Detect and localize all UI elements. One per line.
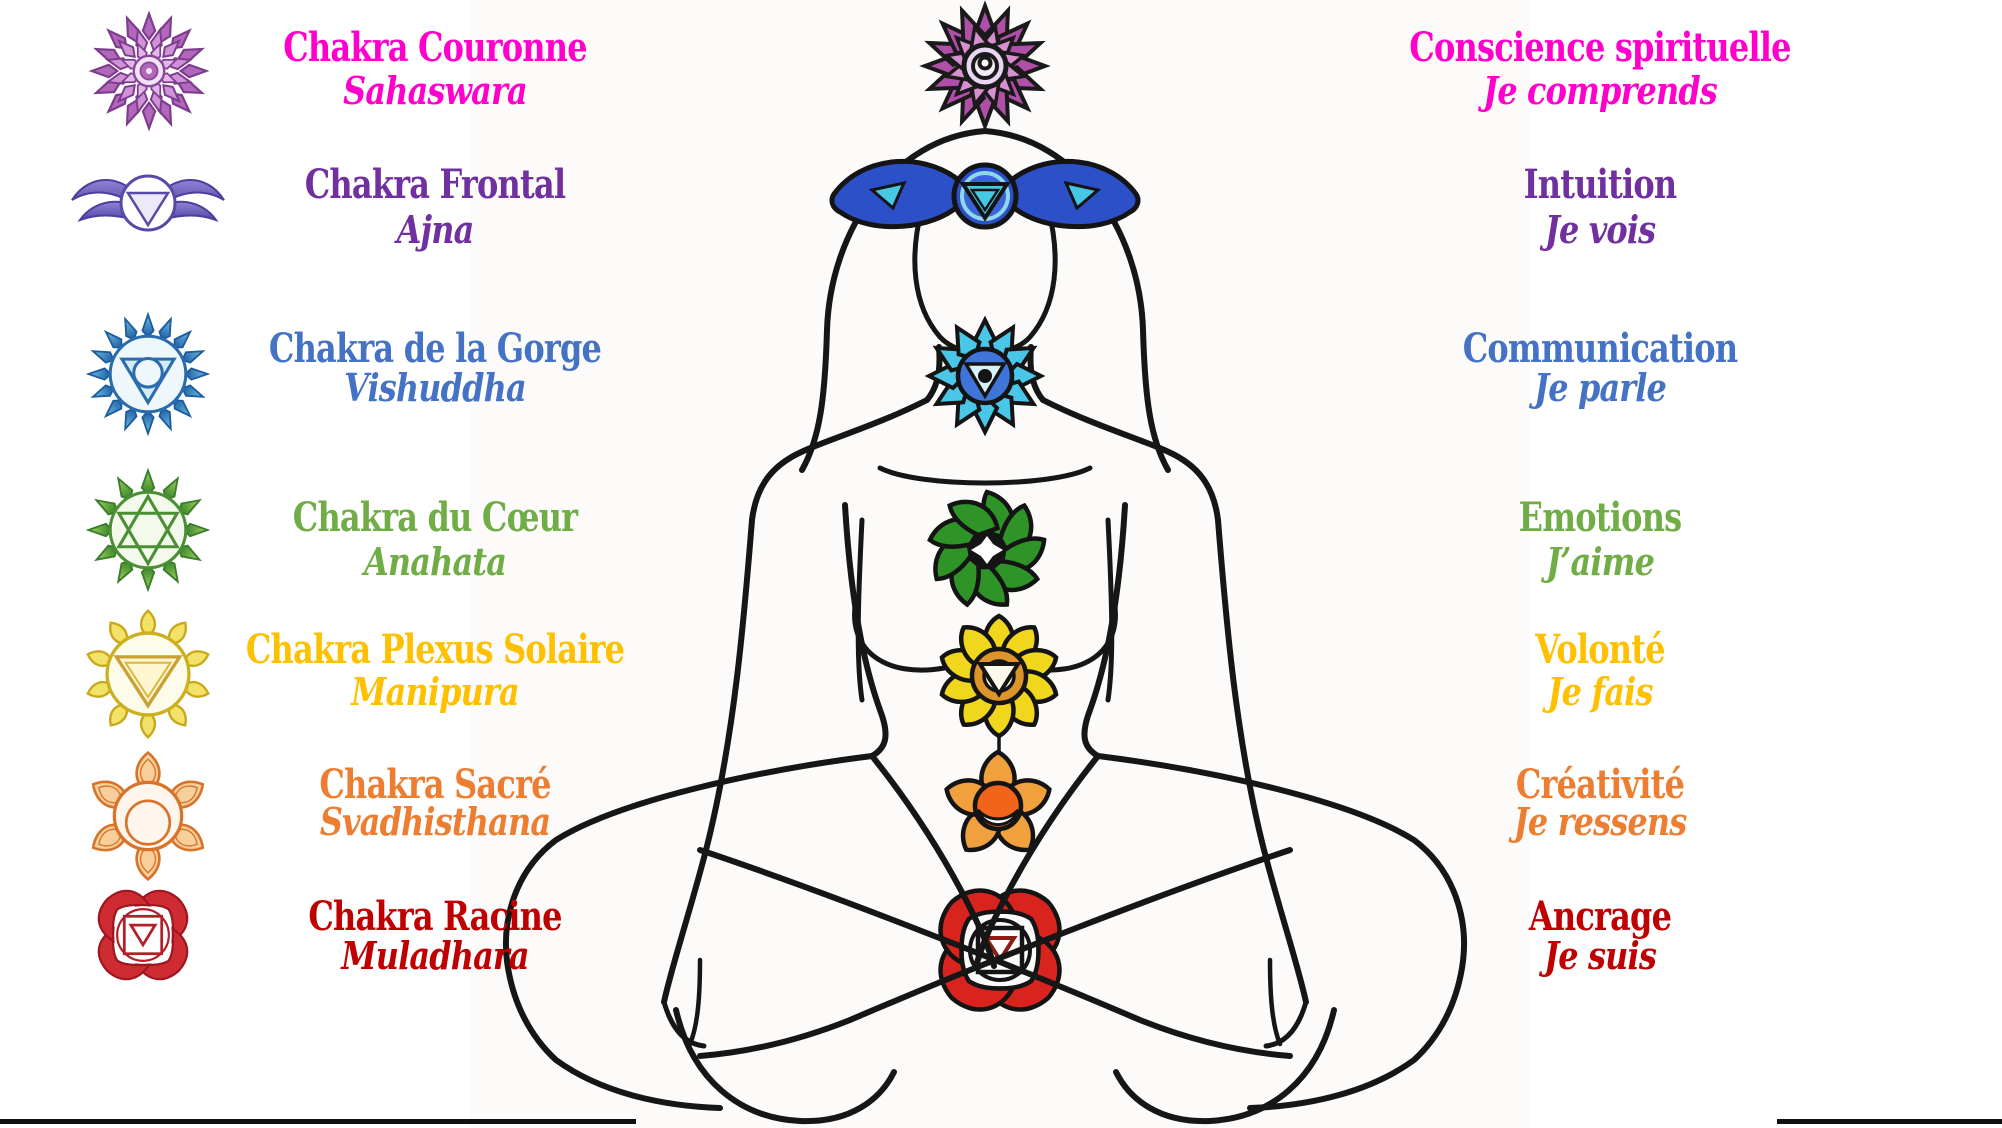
chakra-sanskrit-plexus: Manipura [351, 669, 519, 714]
chakra-quality-gorge: Communication [1462, 325, 1738, 372]
chakra-quality-plexus: Volonté [1535, 626, 1665, 673]
heart-chakra-icon [86, 468, 210, 592]
figure-sacral-chakra [944, 749, 1052, 853]
figure-solar-plexus-chakra [939, 613, 1059, 756]
chakra-affirmation-gorge: Je parle [1533, 365, 1667, 410]
figure-crown-chakra [919, 0, 1051, 132]
chakra-name-gorge: Chakra de la Gorge [268, 325, 602, 372]
throat-chakra-icon [86, 312, 210, 436]
chakra-name-sacre: Chakra Sacré [319, 761, 551, 808]
chakra-sanskrit-frontal: Ajna [396, 207, 475, 252]
chakra-affirmation-coeur: J’aime [1545, 539, 1655, 584]
hair-left-line [799, 128, 988, 473]
chakra-sanskrit-coeur: Anahata [363, 539, 507, 584]
crown-chakra-icon [88, 10, 210, 132]
chakra-quality-coeur: Emotions [1518, 494, 1683, 541]
chakra-affirmation-couronne: Je comprends [1483, 68, 1718, 113]
third-eye-chakra-icon [68, 160, 228, 246]
root-chakra-icon [88, 880, 198, 990]
figure-root-chakra [938, 888, 1062, 1012]
chakra-sanskrit-couronne: Sahaswara [343, 68, 528, 113]
chakra-affirmation-sacre: Je ressens [1513, 799, 1688, 844]
chakra-sanskrit-gorge: Vishuddha [344, 365, 527, 410]
chakra-affirmation-racine: Je suis [1544, 933, 1657, 978]
chakra-quality-racine: Ancrage [1528, 893, 1672, 940]
chakra-name-plexus: Chakra Plexus Solaire [245, 626, 625, 673]
bottom-border-right [1777, 1119, 2002, 1124]
chakra-name-frontal: Chakra Frontal [304, 161, 566, 208]
chakra-name-racine: Chakra Racine [308, 893, 562, 940]
chakra-sanskrit-sacre: Svadhisthana [319, 799, 551, 844]
bottom-border-left [0, 1119, 636, 1124]
chakra-quality-couronne: Conscience spirituelle [1409, 24, 1791, 71]
figure-heart-chakra [927, 489, 1047, 608]
sacral-chakra-icon [82, 750, 214, 882]
figure-throat-chakra [924, 315, 1046, 437]
chakra-affirmation-frontal: Je vois [1544, 207, 1656, 252]
chakra-quality-frontal: Intuition [1523, 161, 1678, 208]
hair-right-line [982, 128, 1171, 473]
chakra-name-couronne: Chakra Couronne [283, 24, 587, 71]
chakra-quality-sacre: Créativité [1515, 761, 1685, 808]
right-hand-line [1263, 999, 1309, 1049]
crossed-legs-lines [503, 753, 1467, 1125]
chakra-sanskrit-racine: Muladhara [341, 933, 529, 978]
chakra-affirmation-plexus: Je fais [1547, 669, 1653, 714]
chakra-name-coeur: Chakra du Cœur [292, 494, 578, 541]
solar-plexus-chakra-icon [82, 608, 214, 740]
figure-third-eye-chakra [829, 159, 1141, 230]
